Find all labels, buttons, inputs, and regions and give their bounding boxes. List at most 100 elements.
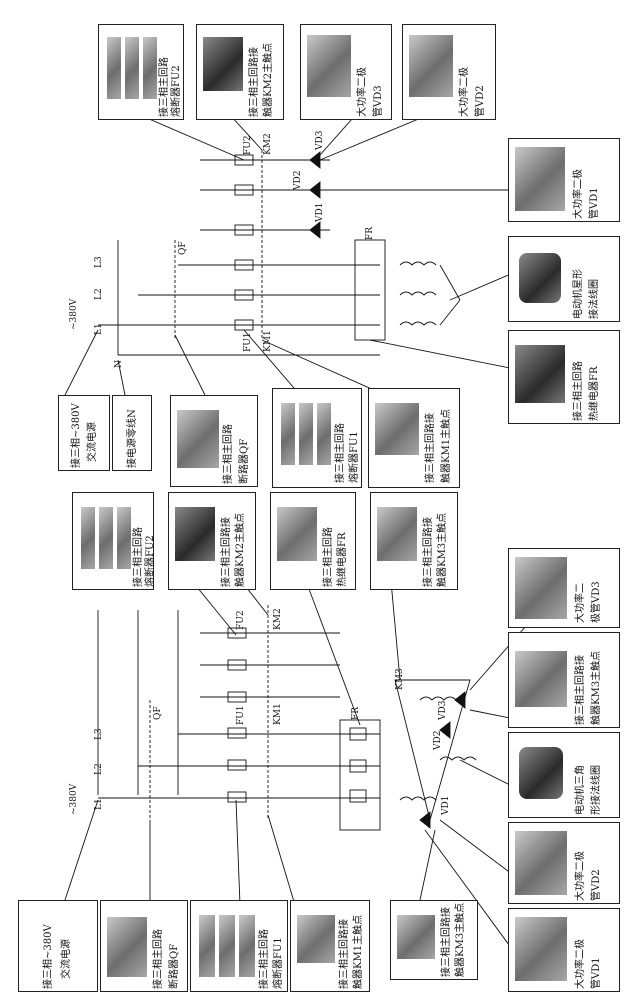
fig-b-phase-2: L2 — [94, 288, 104, 300]
callout-a-km3t-l1: 接三相主回路接 — [423, 517, 434, 587]
callout-a-qf-l1: 接三相主回路 — [153, 929, 164, 989]
fig-a-phase-2: L2 — [94, 763, 104, 775]
callout-b-motor: 电动机星形 接法线圈 — [508, 236, 620, 322]
fig-b-km1: KM1 — [263, 330, 273, 352]
callout-a-km2-l1: 接三相主回路接 — [221, 517, 232, 587]
callout-a-fu1-l2: 熔断器FU1 — [273, 937, 284, 989]
callout-a-vd3-l2: 极管VD3 — [591, 581, 602, 623]
callout-a-motor: 电动机三角 形接法线圈 — [508, 732, 620, 818]
callout-b-fu1: 接三相主回路 熔断器FU1 — [272, 388, 362, 488]
fig-a-fuse1: FU1 — [236, 705, 246, 725]
fig-a-phase-3: L3 — [94, 728, 104, 740]
callout-a-vd3: 大功率二 极管VD3 — [508, 548, 620, 628]
callout-b-qf: 接三相主回路 断路器QF — [170, 395, 258, 487]
callout-b-km1-l1: 接三相主回路接 — [425, 413, 436, 483]
callout-a-km3r-l2: 触器KM3主触点 — [591, 650, 602, 725]
contactor-photo — [297, 915, 335, 963]
fig-b-phase-3: L3 — [94, 256, 104, 268]
callout-b-vd3-l2: 管VD3 — [373, 85, 384, 117]
relay-photo — [515, 345, 565, 403]
diode-photo — [409, 35, 453, 97]
fig-a-vd2: VD2 — [433, 731, 443, 751]
callout-a-fu2: 接三相主回路 熔断器FU2 — [72, 492, 156, 590]
callout-a-vd2-l1: 大功率二极 — [575, 851, 586, 901]
callout-a-fu1-l1: 接三相主回路 — [259, 929, 270, 989]
diode-photo — [307, 35, 351, 97]
callout-b-fu2-l1: 接三相主回路 — [159, 57, 170, 117]
callout-a-vd1-l1: 大功率二极 — [575, 939, 586, 989]
fig-a-km1: KM1 — [273, 703, 283, 725]
callout-b-vd2: 大功率二极 管VD2 — [402, 24, 496, 120]
callout-a-vd2-l2: 管VD2 — [591, 869, 602, 901]
callout-b-motor-l1: 电动机星形 — [573, 269, 584, 319]
callout-b-km1: 接三相主回路接 触器KM1主触点 — [368, 388, 460, 488]
callout-b-km1-l2: 触器KM1主触点 — [441, 408, 452, 483]
callout-a-fr-l2: 热继电器FR — [337, 532, 348, 587]
callout-b-km2-l1: 接三相主回路接 — [249, 47, 260, 117]
callout-b-fr-l2: 热继电器FR — [589, 366, 600, 421]
callout-b-fr-l1: 接三相主回路 — [573, 361, 584, 421]
callout-b-qf-l1: 接三相主回路 — [223, 424, 234, 484]
fig-a-fuse2: FU2 — [236, 610, 246, 630]
callout-b-km2-l2: 触器KM2主触点 — [263, 42, 274, 117]
relay-photo — [277, 507, 317, 561]
callout-a-km2-l2: 触器KM2主触点 — [235, 512, 246, 587]
fig-b-fuse1: FU1 — [243, 332, 253, 352]
callout-b-vd1-l1: 大功率二极 — [573, 169, 584, 219]
fig-a-fr: FR — [351, 707, 361, 720]
callout-a-fu1: 接三相主回路 熔断器FU1 — [190, 900, 288, 992]
callout-a-km3t-l2: 触器KM3主触点 — [437, 512, 448, 587]
fig-a-breaker: QF — [153, 706, 163, 720]
callout-a-fu2-l1: 接三相主回路 — [133, 527, 144, 587]
fuse-photo-2 — [125, 37, 139, 99]
fig-a-phase-1: L1 — [94, 798, 104, 810]
callout-a-km3-right: 接三相主回路接 触器KM3主触点 — [508, 632, 620, 728]
callout-b-power-l1: 接三相~380V — [71, 403, 82, 468]
callout-a-fr-l1: 接三相主回路 — [323, 527, 334, 587]
diode-photo — [515, 557, 567, 619]
callout-a-power: 接三相~380V 交流电源 — [18, 900, 98, 992]
fuse-photo-1 — [107, 37, 121, 99]
callout-b-qf-l2: 断路器QF — [239, 438, 250, 484]
callout-a-motor-l2: 形接法线圈 — [591, 765, 602, 815]
callout-b-fu1-l2: 熔断器FU1 — [349, 431, 360, 483]
callout-b-vd1-l2: 管VD1 — [589, 187, 600, 219]
callout-b-km2: 接三相主回路接 触器KM2主触点 — [196, 24, 284, 120]
callout-a-km3l-l1: 接三相主回路接 — [441, 907, 452, 977]
fuse-photo-3 — [117, 507, 131, 569]
fig-b-km2: KM2 — [263, 133, 273, 155]
fig-a-vd1: VD1 — [441, 796, 451, 816]
callout-a-km1: 接三相主回路接 触器KM1主触点 — [290, 900, 370, 992]
fuse-photo-3 — [317, 403, 331, 465]
breaker-photo — [107, 917, 147, 977]
callout-b-fu2: 接三相主回路 熔断器FU2 — [98, 24, 184, 120]
fig-b-phase-1: L1 — [94, 323, 104, 335]
callout-a-km3-top: 接三相主回路接 触器KM3主触点 — [370, 492, 458, 590]
callout-a-km1-l2: 触器KM1主触点 — [353, 914, 364, 989]
callout-b-power-l2: 交流电源 — [87, 422, 98, 462]
fig-b-voltage: ~380V — [69, 298, 79, 330]
fuse-photo-2 — [99, 507, 113, 569]
callout-a-power-l2: 交流电源 — [61, 939, 72, 979]
callout-a-power-l1: 接三相~380V — [43, 924, 54, 989]
fuse-photo-2 — [299, 403, 313, 465]
fig-a-voltage: ~380V — [69, 783, 79, 815]
diode-photo — [515, 147, 565, 211]
contactor-photo — [375, 403, 419, 455]
contactor-photo — [377, 507, 417, 561]
diode-photo — [515, 917, 567, 981]
fig-b-fr: FR — [365, 227, 375, 240]
fuse-photo-2 — [219, 915, 235, 977]
callout-b-neutral-l1: 接电源零线N — [127, 409, 138, 468]
fuse-photo-1 — [199, 915, 215, 977]
callout-a-km3r-l1: 接三相主回路接 — [575, 655, 586, 725]
fig-b-vd3: VD3 — [315, 130, 325, 151]
callout-a-motor-l1: 电动机三角 — [575, 765, 586, 815]
breaker-photo — [177, 410, 219, 468]
callout-b-vd1: 大功率二极 管VD1 — [508, 138, 620, 222]
callout-a-fr: 接三相主回路 热继电器FR — [270, 492, 356, 590]
callout-a-km3-left: 接三相主回路接 触器KM3主触点 — [390, 900, 478, 980]
fuse-photo-1 — [281, 403, 295, 465]
callout-a-qf: 接三相主回路 断路器QF — [100, 900, 188, 992]
